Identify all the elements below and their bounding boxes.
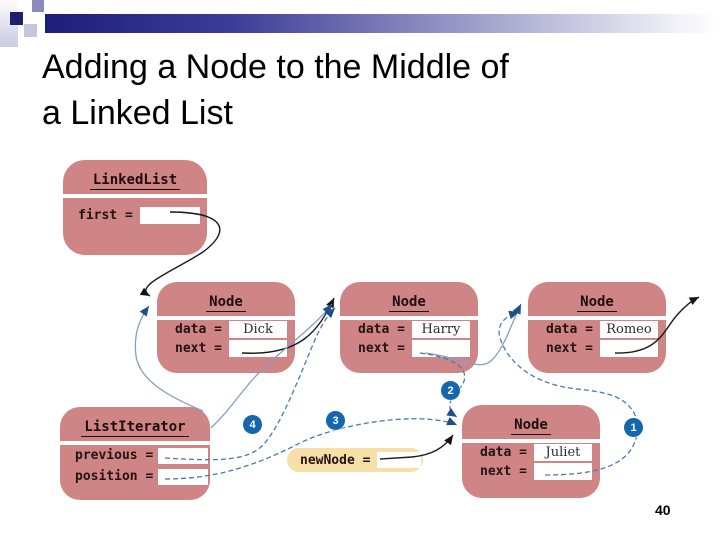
box-title: Node: [462, 405, 600, 436]
field-value-position: [158, 468, 209, 485]
box-divider: [63, 194, 207, 198]
field-row-data: data = Romeo: [528, 320, 666, 339]
newnode-box: newNode =: [287, 448, 423, 472]
field-value-data: Romeo: [599, 321, 658, 338]
node-box-3: Node data = Romeo next =: [528, 282, 666, 373]
node-box-2: Node data = Harry next =: [340, 282, 478, 373]
field-row-data: data = Harry: [340, 320, 478, 339]
field-row-next: next =: [157, 339, 295, 358]
field-row-next: next =: [340, 339, 478, 358]
newnode-value: [377, 452, 422, 468]
field-label-position: position =: [75, 469, 154, 484]
deco-vertical-strip: [0, 0, 18, 47]
field-row-position: position =: [60, 466, 210, 487]
box-title: Node: [340, 282, 478, 313]
field-value-next: [533, 463, 592, 480]
field-label-next: next =: [175, 341, 222, 356]
field-label-data: data =: [546, 322, 593, 337]
field-label-data: data =: [358, 322, 405, 337]
field-label-next: next =: [480, 464, 527, 479]
field-row-data: data = Juliet: [462, 443, 600, 462]
box-title: ListIterator: [60, 407, 210, 438]
field-value-data: Juliet: [533, 444, 592, 461]
field-row-next: next =: [528, 339, 666, 358]
field-label-next: next =: [546, 341, 593, 356]
linkedlist-box: LinkedList first =: [63, 160, 207, 255]
field-value-first: [139, 207, 200, 224]
page-number: 40: [655, 502, 671, 518]
deco-square-mid: [32, 0, 44, 12]
field-label-first: first =: [78, 208, 133, 223]
step-badge-1: 1: [624, 418, 643, 437]
field-row-next: next =: [462, 462, 600, 481]
field-label-data: data =: [175, 322, 222, 337]
step-badge-4: 4: [243, 415, 262, 434]
title-gradient-bar: [45, 14, 720, 33]
box-title: Node: [157, 282, 295, 313]
deco-square-dark: [10, 12, 23, 25]
node-box-1: Node data = Dick next =: [157, 282, 295, 373]
field-row-data: data = Dick: [157, 320, 295, 339]
field-label-data: data =: [480, 445, 527, 460]
field-row-previous: previous =: [60, 445, 210, 466]
slide-title: Adding a Node to the Middle of a Linked …: [42, 44, 692, 136]
field-value-next: [599, 340, 658, 357]
node-box-4: Node data = Juliet next =: [462, 405, 600, 498]
field-label-next: next =: [358, 341, 405, 356]
field-value-data: Harry: [411, 321, 470, 338]
step-badge-2: 2: [441, 381, 460, 400]
listiterator-box: ListIterator previous = position =: [60, 407, 210, 500]
box-divider: [340, 316, 478, 320]
field-value-previous: [158, 447, 209, 464]
title-line-1: Adding a Node to the Middle of: [42, 48, 509, 86]
field-row-first: first =: [63, 206, 207, 225]
box-divider: [60, 441, 210, 445]
box-title: Node: [528, 282, 666, 313]
box-title: LinkedList: [63, 160, 207, 191]
field-value-data: Dick: [228, 321, 287, 338]
step-badge-3: 3: [326, 411, 345, 430]
field-label-previous: previous =: [75, 448, 154, 463]
title-line-2: a Linked List: [42, 94, 233, 132]
newnode-label: newNode =: [300, 452, 371, 468]
field-value-next: [228, 340, 287, 357]
field-value-next: [411, 340, 470, 357]
deco-square-light: [24, 24, 37, 37]
